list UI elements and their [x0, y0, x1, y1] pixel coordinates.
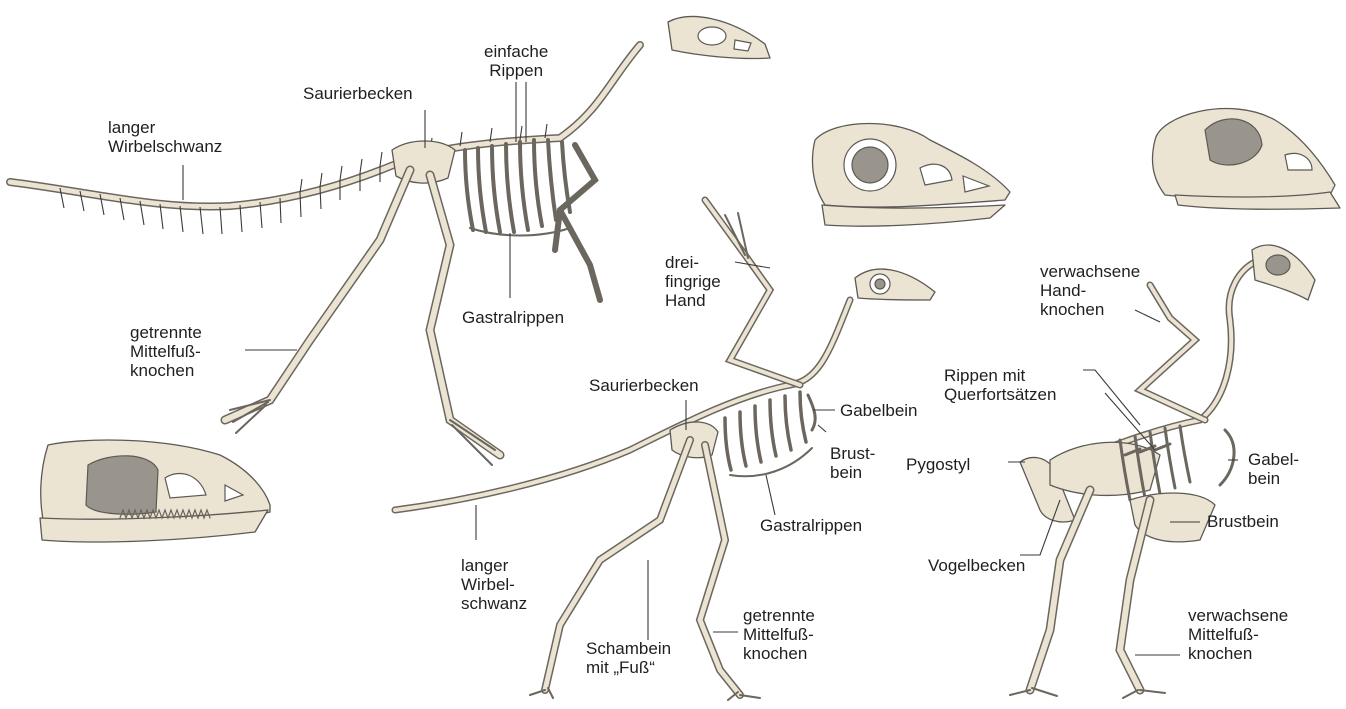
label-bird-pygostyle: Pygostyl	[906, 455, 970, 474]
label-bird-sternum: Brustbein	[1207, 512, 1279, 531]
label-archaeopteryx-tail: langer Wirbel- schwanz	[461, 556, 527, 613]
label-bird-wishbone: Gabel- bein	[1248, 450, 1299, 488]
label-archaeopteryx-gastralia: Gastralrippen	[760, 516, 862, 535]
label-archaeopteryx-pubis: Schambein mit „Fuß“	[586, 639, 671, 677]
bird-skull	[1152, 109, 1340, 210]
label-archaeopteryx-wishbone: Gabelbein	[840, 401, 918, 420]
label-archosaur-pelvis: Saurierbecken	[303, 84, 413, 103]
label-archaeopteryx-hand: drei- fingrige Hand	[665, 253, 721, 310]
label-archosaur-tail: langer Wirbelschwanz	[108, 118, 222, 156]
archaeopteryx-skull	[812, 124, 1010, 227]
label-bird-hand: verwachsene Hand- knochen	[1040, 262, 1140, 319]
archosaur-ribs	[465, 140, 570, 232]
label-archaeopteryx-metatarsals: getrennte Mittelfuß- knochen	[743, 606, 815, 663]
label-bird-ribs: Rippen mit Querfortsätzen	[944, 366, 1056, 404]
label-archosaur-gastralia: Gastralrippen	[462, 308, 564, 327]
archosaur-skull	[40, 440, 270, 542]
label-bird-pelvis: Vogelbecken	[928, 556, 1025, 575]
label-archaeopteryx-sternum: Brust- bein	[830, 444, 875, 482]
label-archosaur-metatarsals: getrennte Mittelfuß- knochen	[130, 323, 202, 380]
label-archosaur-ribs: einfache Rippen	[484, 42, 548, 80]
label-bird-metatarsals: verwachsene Mittelfuß- knochen	[1188, 606, 1288, 663]
label-archaeopteryx-pelvis: Saurierbecken	[589, 376, 699, 395]
